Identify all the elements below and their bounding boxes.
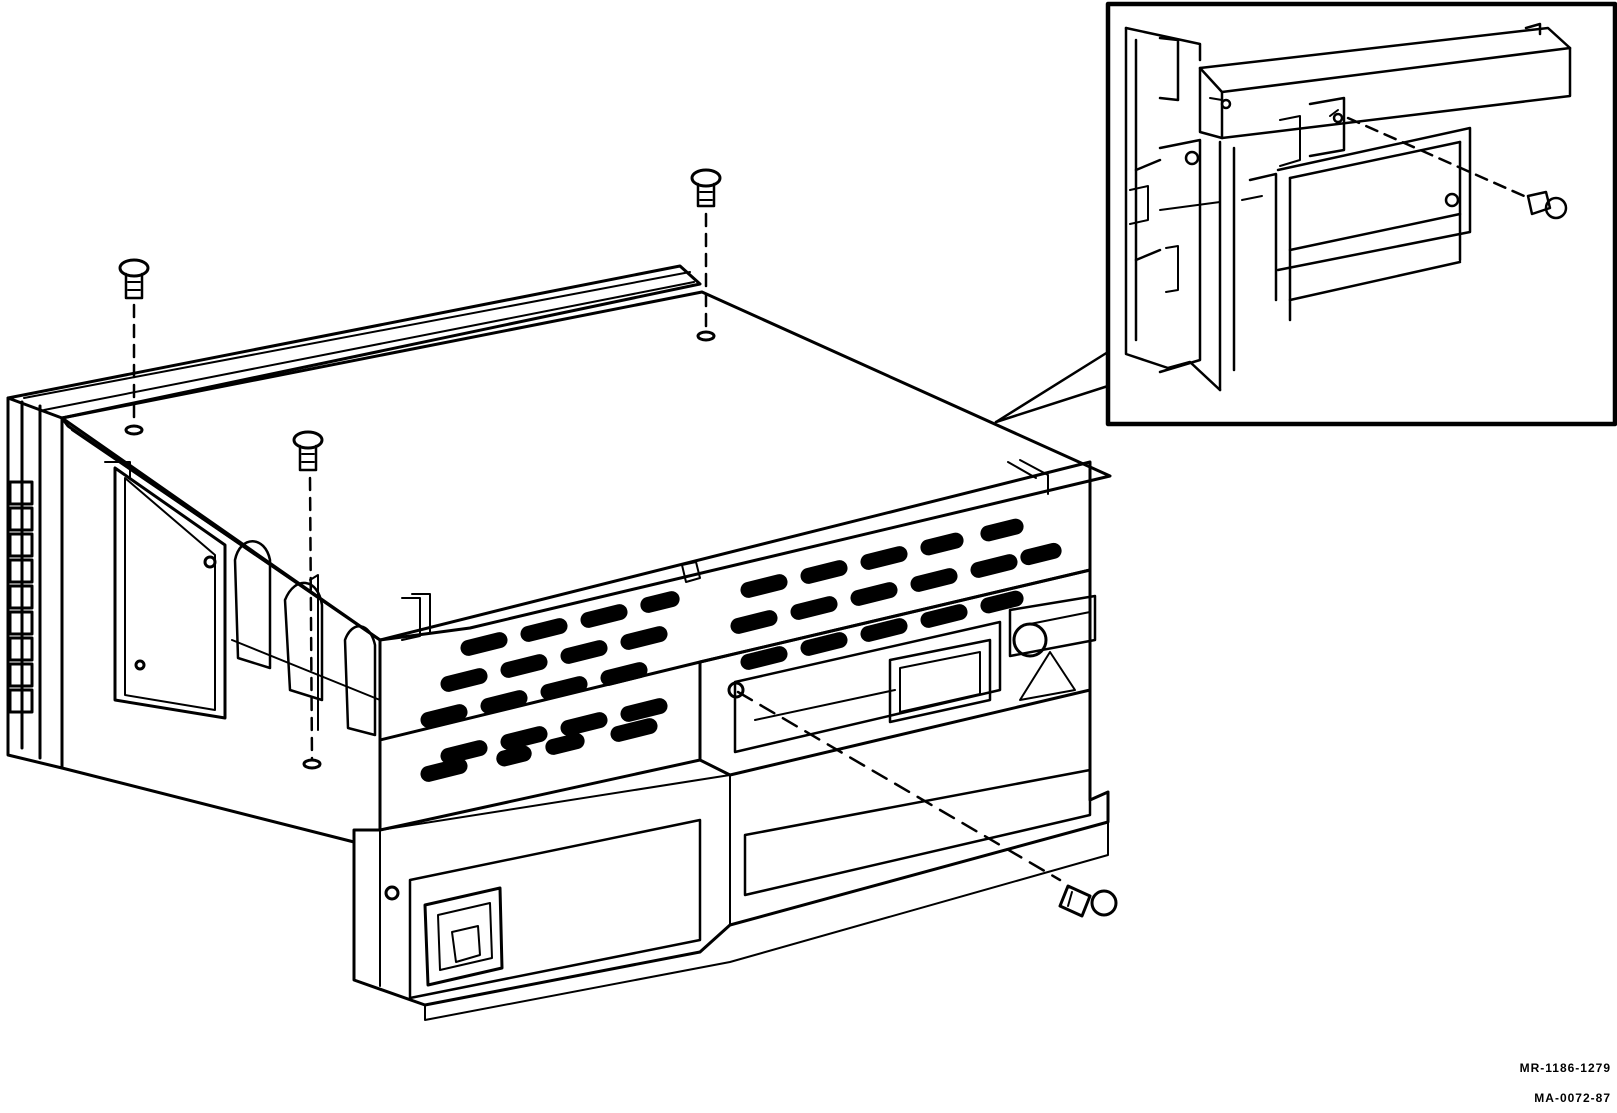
- chassis: [6, 264, 1112, 1021]
- bezel-ribs: [8, 480, 34, 714]
- detail-callout: [994, 1, 1617, 427]
- figure-code-primary: MR-1186-1279: [1519, 1061, 1611, 1075]
- power-switch: [423, 886, 504, 987]
- top-cover: [60, 290, 1112, 642]
- drive-lever: [1008, 594, 1097, 701]
- screw-front: [736, 690, 1118, 918]
- drive-bay: [698, 568, 1092, 777]
- screw-middle: [292, 430, 324, 770]
- detail-inset-drawing: [1124, 22, 1572, 392]
- detail-inset-frame: [1105, 1, 1617, 427]
- screw-left: [118, 258, 150, 436]
- left-side-panel: [60, 416, 382, 844]
- screw-top: [690, 168, 722, 342]
- vent-slots: [420, 518, 1062, 782]
- figure-code-secondary: MA-0072-87: [1534, 1091, 1611, 1105]
